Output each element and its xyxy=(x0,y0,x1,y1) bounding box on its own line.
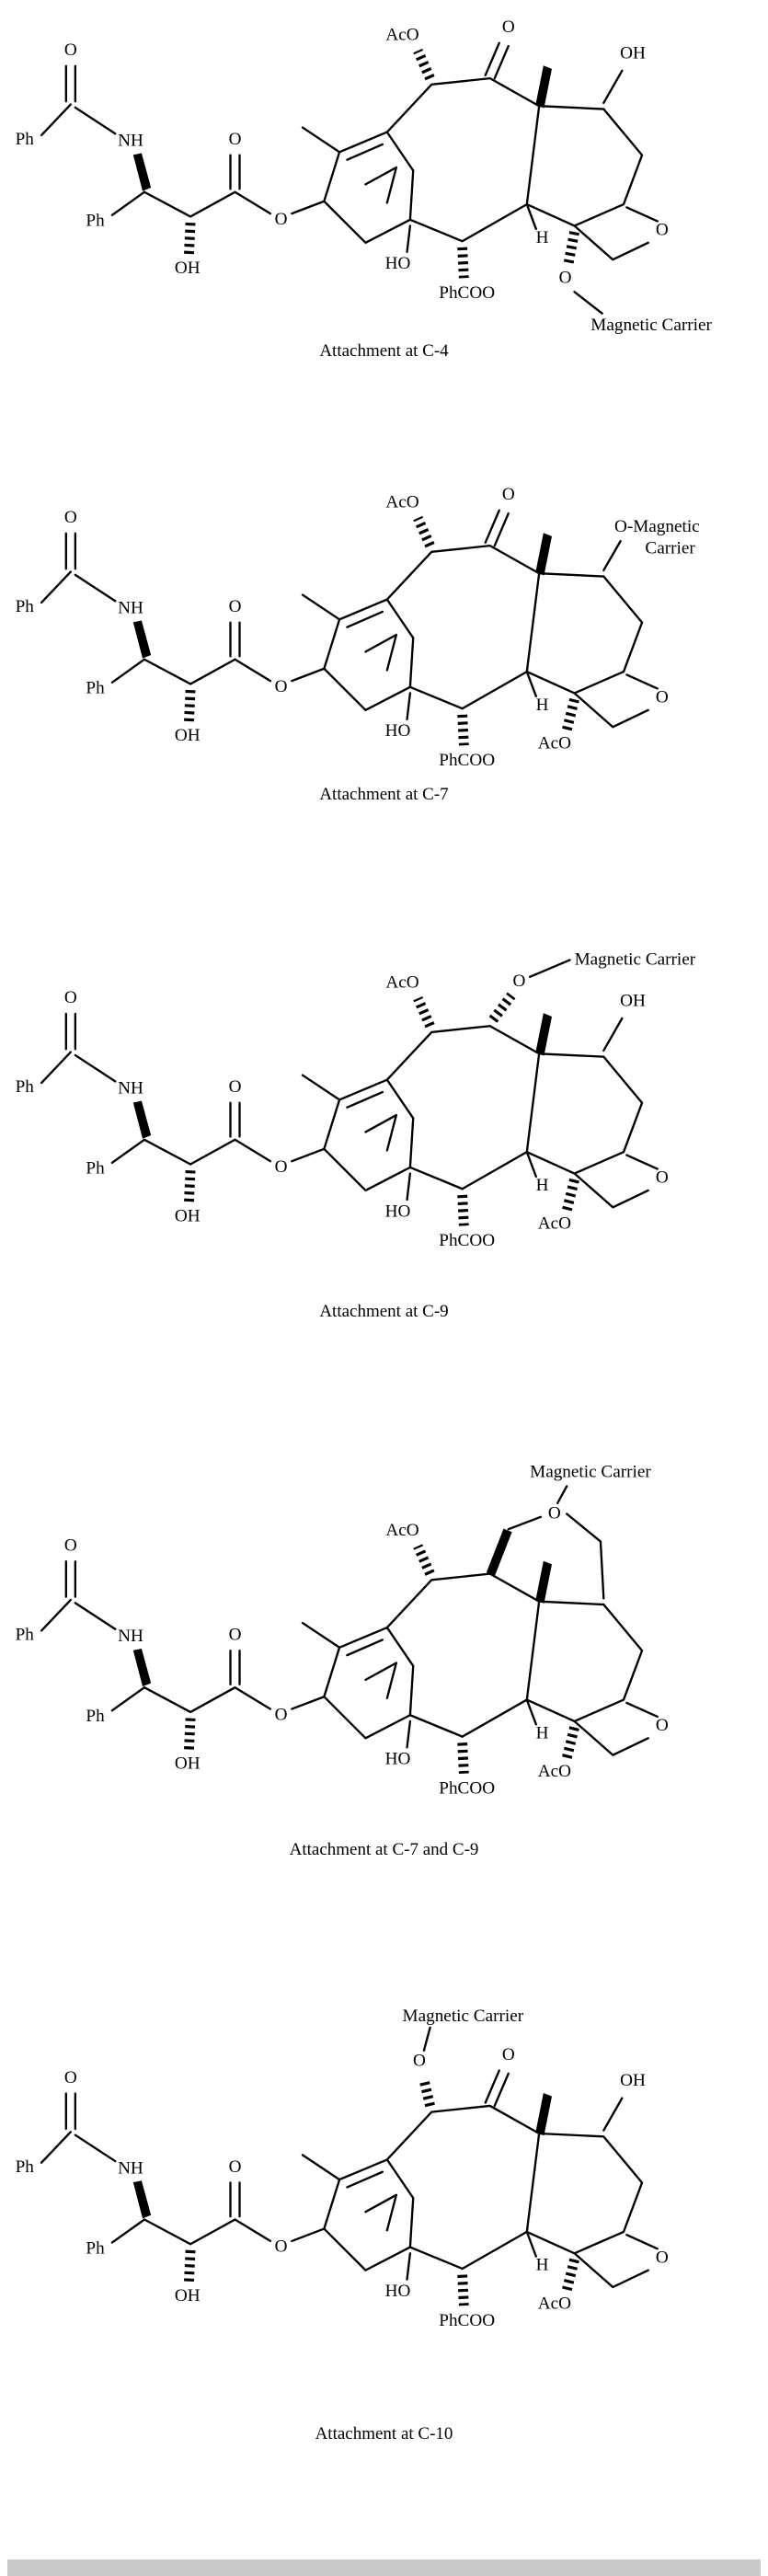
c7-hydroxyl xyxy=(602,2070,648,2132)
c7-hydroxyl xyxy=(602,990,648,1052)
taxane-core xyxy=(303,534,669,770)
structure-c7-c9-drawing: O Magnetic Carrier xyxy=(0,1462,768,1836)
structure-c9-drawing: O Magnetic Carrier xyxy=(0,949,696,1298)
side-chain xyxy=(16,508,325,745)
magnetic-carrier-label: Magnetic Carrier xyxy=(530,1462,651,1481)
figure-attachment-c4: O Magnetic Carrier Attachment at C-4 xyxy=(0,9,768,362)
bond xyxy=(602,540,622,572)
c9-ketone xyxy=(484,16,517,80)
c7-magnetic-carrier-attachment: O-Magnetic Carrier xyxy=(602,517,700,572)
c9-magnetic-carrier-attachment: O Magnetic Carrier xyxy=(488,949,696,1023)
taxane-core xyxy=(303,66,669,303)
page-bottom-strip xyxy=(7,2559,761,2576)
o-magnetic-label: O-Magnetic xyxy=(614,517,700,536)
bond xyxy=(528,959,571,978)
structure-c7-drawing: O-Magnetic Carrier xyxy=(0,484,700,781)
carrier-label: Carrier xyxy=(645,539,695,558)
c9-ketone xyxy=(484,2043,517,2108)
magnetic-carrier-label: Magnetic Carrier xyxy=(575,949,696,969)
figure-caption: Attachment at C-9 xyxy=(319,1301,449,1321)
structure-c4-drawing: O Magnetic Carrier xyxy=(0,16,712,335)
side-chain xyxy=(16,2068,325,2306)
bond xyxy=(556,1485,568,1504)
figure-caption: Attachment at C-4 xyxy=(319,341,449,362)
hashed-bond xyxy=(563,231,579,266)
magnetic-carrier-label: Magnetic Carrier xyxy=(403,2007,524,2026)
taxane-core xyxy=(303,2094,669,2330)
c10-magnetic-carrier-attachment: O Magnetic Carrier xyxy=(403,2007,524,2108)
linker-oxygen-label: O xyxy=(548,1503,561,1523)
structure-c10-drawing: O Magnetic Carrier xyxy=(0,2007,768,2421)
hashed-bond xyxy=(488,992,516,1023)
side-chain xyxy=(16,988,325,1225)
figure-attachment-c9: O Magnetic Carrier Attachment at C-9 xyxy=(0,920,768,1322)
side-chain xyxy=(16,1535,325,1773)
figure-caption: Attachment at C-10 xyxy=(315,2424,453,2444)
c10-acetoxy xyxy=(385,1521,430,1574)
figure-attachment-c7: O-Magnetic Carrier Attachment at C-7 xyxy=(0,477,768,805)
figure-attachment-c7-c9: O Magnetic Carrier Attachment at C-7 and… xyxy=(0,1437,768,1860)
figure-caption: Attachment at C-7 xyxy=(319,785,449,805)
wedge-bond xyxy=(486,1528,512,1576)
bridge-ring-bonds xyxy=(507,1512,605,1600)
magnetic-carrier-label: Magnetic Carrier xyxy=(590,316,712,335)
taxane-core xyxy=(303,1561,669,1798)
c10-acetoxy xyxy=(385,973,430,1027)
taxane-core xyxy=(303,1014,669,1250)
bond xyxy=(422,2026,431,2053)
figure-caption: Attachment at C-7 and C-9 xyxy=(289,1840,479,1860)
c4-magnetic-carrier-attachment: O Magnetic Carrier xyxy=(559,231,712,335)
c7-hydroxyl xyxy=(602,42,648,105)
hashed-bond xyxy=(418,2078,435,2108)
linker-oxygen-label: O xyxy=(413,2052,426,2071)
side-chain xyxy=(16,40,325,278)
c9-ketone xyxy=(484,484,517,547)
c7-c9-bridge-magnetic-carrier-attachment: O Magnetic Carrier xyxy=(486,1462,651,1600)
bond xyxy=(573,291,603,315)
linker-oxygen-label: O xyxy=(559,268,572,287)
c10-acetoxy xyxy=(385,493,430,546)
linker-oxygen-label: O xyxy=(513,972,526,991)
figure-attachment-c10: O Magnetic Carrier Attachment at C-10 xyxy=(0,1975,768,2444)
c10-acetoxy xyxy=(385,25,430,78)
